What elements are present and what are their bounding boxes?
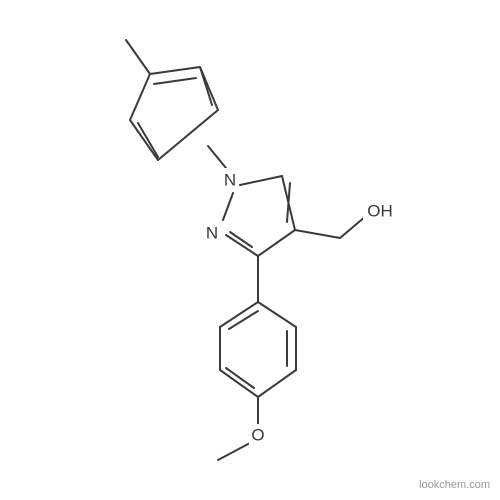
bond <box>228 310 259 330</box>
bond <box>219 369 259 398</box>
bond <box>257 369 297 398</box>
o-methyl-bond <box>217 442 251 461</box>
bond <box>137 122 159 158</box>
ether-oxygen-atom-label: O <box>251 426 264 445</box>
n2-atom-label: N <box>206 224 218 243</box>
bond <box>129 119 159 161</box>
n1-atom-label: N <box>224 171 236 190</box>
n1-label-bg <box>221 168 239 190</box>
bond <box>129 73 151 121</box>
bond <box>157 109 219 161</box>
watermark: lookchem.com <box>419 479 490 491</box>
bond <box>199 66 213 106</box>
n2-label-bg <box>203 222 221 244</box>
bond <box>219 301 259 328</box>
bond <box>229 231 253 248</box>
bond <box>153 77 197 85</box>
hydroxyl-atom-label: OH <box>367 202 393 221</box>
hydroxyl-label-bg <box>363 200 395 222</box>
bond <box>286 182 291 223</box>
methylene-bond <box>294 229 341 239</box>
bond <box>222 192 234 221</box>
methyl-bond <box>125 39 151 75</box>
methoxyphenyl-ring <box>219 301 297 398</box>
ether-oxygen-label-bg <box>249 424 267 446</box>
bond <box>257 301 297 328</box>
bond <box>225 367 255 389</box>
bond <box>257 229 296 257</box>
tolyl-ring <box>129 66 219 161</box>
bond <box>149 66 201 75</box>
bond <box>239 175 283 186</box>
bond <box>225 234 259 257</box>
c-o-bond <box>339 215 367 239</box>
pyrazole-ring <box>222 175 296 257</box>
aryl-n-bond <box>207 145 227 169</box>
